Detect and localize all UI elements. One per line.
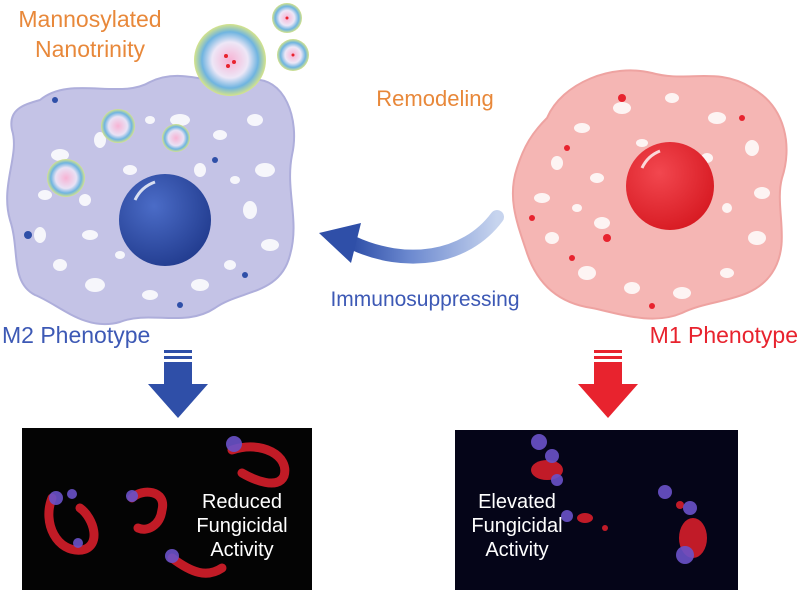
- m2-result-line3: Activity: [210, 539, 274, 561]
- m2-vesicles: [34, 114, 279, 300]
- m2-cells-fluorescence: [44, 436, 290, 578]
- m2-result-text: Reduced Fungicidal Activity: [182, 490, 302, 562]
- arrow-shaft: [346, 210, 504, 264]
- m1-dark-granules: [529, 94, 745, 309]
- repolarization-arrow: [319, 210, 504, 264]
- m1-nucleus: [626, 142, 714, 230]
- m1-result-line2: Fungicidal: [471, 515, 563, 537]
- arrow-head: [319, 223, 361, 263]
- m2-nucleus: [119, 174, 211, 266]
- m2-phenotype-label: M2 Phenotype: [2, 322, 151, 348]
- m1-result-line1: Elevated: [478, 491, 556, 513]
- m1-phenotype-label: M1 Phenotype: [649, 322, 798, 348]
- m2-microscopy-image: Reduced Fungicidal Activity: [22, 428, 312, 590]
- m2-down-arrow: [148, 350, 208, 418]
- m1-vesicles: [534, 93, 770, 299]
- m2-result-line2: Fungicidal: [196, 515, 288, 537]
- nanoparticle-label-line1: Mannosylated: [18, 6, 162, 32]
- m1-microscopy-image: Elevated Fungicidal Activity: [455, 430, 738, 590]
- m1-result-text: Elevated Fungicidal Activity: [457, 490, 577, 562]
- m2-result-line1: Reduced: [201, 491, 283, 513]
- nanoparticle-cargo-dots: [224, 16, 295, 68]
- m1-down-arrow: [578, 350, 638, 418]
- free-nanoparticles: [194, 3, 309, 96]
- nanoparticle-label: Mannosylated Nanotrinity: [0, 4, 180, 64]
- m1-result-line3: Activity: [485, 539, 549, 561]
- nanoparticle-label-line2: Nanotrinity: [35, 36, 145, 62]
- m2-macrophage-cell: [6, 74, 296, 326]
- m1-macrophage-cell: [511, 69, 788, 320]
- internalized-nanoparticles: [47, 109, 190, 197]
- large-nanoparticle: [194, 24, 266, 96]
- immunosuppressing-label: Immunosuppressing: [330, 288, 520, 311]
- remodeling-label: Remodeling: [376, 86, 494, 111]
- m1-cells-fluorescence: [531, 434, 707, 564]
